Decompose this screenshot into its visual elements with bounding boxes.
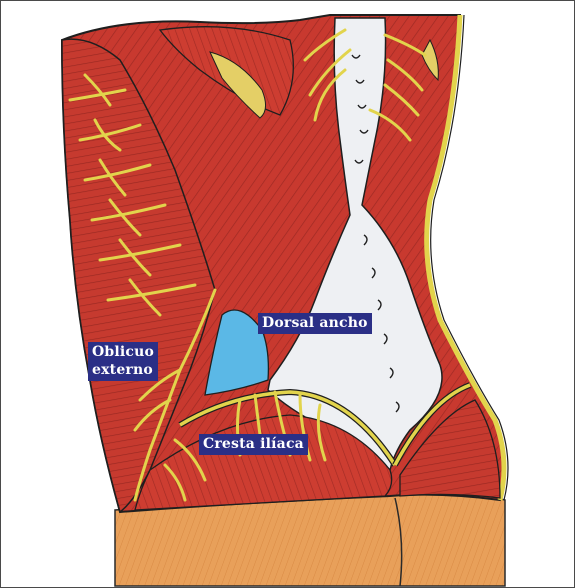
gluteal-cleft-line (394, 497, 403, 587)
fat-pad-upper (209, 51, 266, 119)
label-oblicuo-externo: Oblicuo externo (88, 342, 159, 381)
gluteal-muscle-right (399, 399, 501, 499)
label-oblicuo-line1: Oblicuo (92, 344, 155, 360)
label-dorsal-ancho: Dorsal ancho (258, 313, 372, 334)
fat-pad-right (421, 38, 439, 82)
external-oblique-muscle (61, 38, 216, 514)
label-oblicuo-line2: externo (92, 362, 153, 378)
right-flank-outline (424, 14, 507, 501)
lumbar-triangle (204, 309, 270, 396)
spinous-processes (351, 54, 400, 413)
label-cresta-iliaca: Cresta ilíaca (199, 434, 308, 455)
